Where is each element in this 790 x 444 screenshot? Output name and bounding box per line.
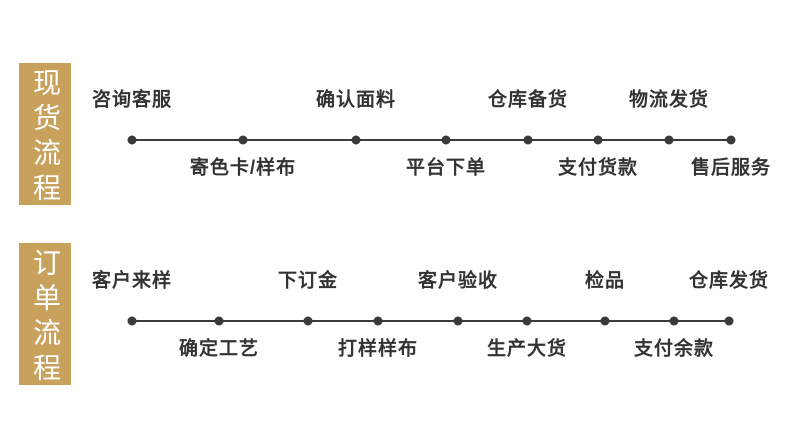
order-flow-title: 订单流程 xyxy=(30,247,61,388)
timeline-dot xyxy=(373,316,383,326)
timeline-dot xyxy=(453,316,463,326)
step-label: 支付余款 xyxy=(633,338,715,360)
spot-goods-flow-title: 现货流程 xyxy=(30,67,61,208)
timeline-dot xyxy=(303,316,313,326)
spot-goods-flow-title-box: 现货流程 xyxy=(19,63,71,208)
step-label: 支付货款 xyxy=(557,157,639,179)
step-label: 平台下单 xyxy=(405,157,487,179)
timeline-dot xyxy=(214,316,224,326)
step-label: 下订金 xyxy=(277,270,339,292)
timeline-dot xyxy=(600,316,610,326)
step-label: 咨询客服 xyxy=(91,89,173,111)
step-label: 仓库发货 xyxy=(688,270,770,292)
step-label: 打样样布 xyxy=(337,338,419,360)
order-flow-title-box: 订单流程 xyxy=(19,243,71,388)
step-label: 生产大货 xyxy=(486,338,568,360)
step-label: 客户来样 xyxy=(91,270,173,292)
timeline-line xyxy=(132,139,731,141)
step-label: 售后服务 xyxy=(690,157,772,179)
step-label: 确定工艺 xyxy=(178,338,260,360)
timeline-dot xyxy=(724,316,734,326)
step-label: 确认面料 xyxy=(315,89,397,111)
timeline-dot xyxy=(127,135,137,145)
timeline-dot xyxy=(669,316,679,326)
timeline-dot xyxy=(523,135,533,145)
step-label: 寄色卡/样布 xyxy=(189,157,297,179)
step-label: 物流发货 xyxy=(628,89,710,111)
timeline-dot xyxy=(441,135,451,145)
step-label: 客户验收 xyxy=(417,270,499,292)
timeline-dot xyxy=(127,316,137,326)
timeline-dot xyxy=(238,135,248,145)
step-label: 仓库备货 xyxy=(487,89,569,111)
timeline-dot xyxy=(726,135,736,145)
timeline-line xyxy=(132,320,729,322)
timeline-dot xyxy=(664,135,674,145)
step-label: 检品 xyxy=(584,270,626,292)
timeline-dot xyxy=(351,135,361,145)
timeline-dot xyxy=(522,316,532,326)
timeline-dot xyxy=(593,135,603,145)
